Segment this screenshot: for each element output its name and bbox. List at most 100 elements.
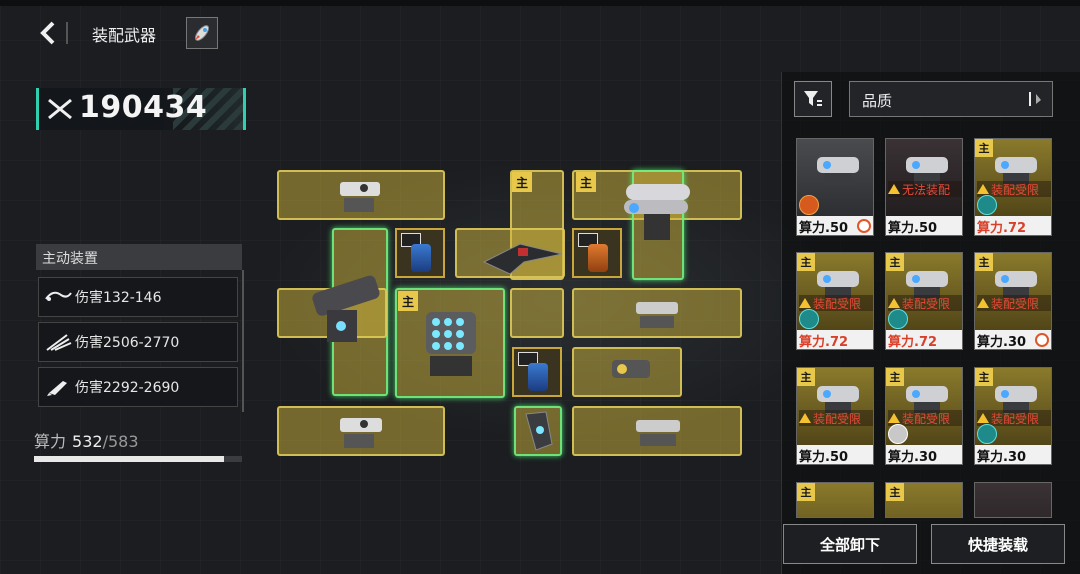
energy-chip[interactable] — [512, 347, 562, 397]
inventory-card-partial[interactable] — [974, 482, 1052, 518]
unequip-all-button[interactable]: 全部卸下 — [783, 524, 917, 564]
main-slot-badge: 主 — [886, 483, 904, 501]
chevron-left-icon — [40, 21, 55, 45]
restriction-warning: 装配受限 — [977, 295, 1051, 311]
combat-power-value: 190434 — [79, 90, 208, 125]
card-cost-bar: 算力.72 — [975, 216, 1051, 235]
twin-barrel-icon — [636, 420, 680, 446]
element-orb-icon — [977, 195, 997, 215]
element-orb-icon — [888, 309, 908, 329]
restriction-warning: 装配受限 — [799, 410, 873, 426]
inventory-card[interactable]: 主装配受限算力.30 — [974, 367, 1052, 465]
warning-icon — [977, 413, 989, 423]
element-orb-icon — [799, 309, 819, 329]
warning-icon — [888, 298, 900, 308]
sort-order-icon — [1029, 92, 1041, 106]
compute-progress-bar — [34, 456, 242, 462]
main-slot-badge: 主 — [797, 483, 815, 501]
inventory-card[interactable]: 主装配受限算力.72 — [974, 138, 1052, 236]
weapon-icon — [995, 271, 1037, 299]
missile-icon — [47, 381, 67, 396]
filter-icon — [804, 91, 822, 106]
inventory-card[interactable]: 主装配受限算力.50 — [796, 367, 874, 465]
sort-dropdown[interactable]: 品质 — [849, 81, 1053, 117]
rocket-icon — [194, 25, 210, 41]
inventory-card-partial[interactable]: 主 — [885, 482, 963, 518]
warning-icon — [799, 298, 811, 308]
weapon-icon — [906, 386, 948, 414]
main-slot-badge: 主 — [975, 253, 993, 271]
fighter-drone-icon — [482, 243, 563, 275]
inventory-card-partial[interactable]: 主 — [796, 482, 874, 518]
weapon-icon — [906, 271, 948, 299]
card-cost-bar: 算力.72 — [886, 330, 962, 349]
card-cost-bar: 算力.30 — [975, 445, 1051, 464]
card-art — [975, 483, 1051, 517]
active-devices-frame — [36, 270, 244, 412]
whip-icon — [45, 291, 72, 301]
element-orb-icon — [888, 424, 908, 444]
card-cost-bar: 算力.30 — [886, 445, 962, 464]
combat-power-panel: 190434 — [36, 88, 246, 130]
warning-icon — [977, 298, 989, 308]
board-cell[interactable] — [510, 288, 564, 338]
weapon-icon — [817, 157, 859, 185]
element-orb-icon — [799, 195, 819, 215]
main-slot-badge: 主 — [886, 368, 904, 386]
active-stat-2[interactable]: 伤害2506-2770 — [38, 322, 238, 362]
twin-cannon-icon — [340, 418, 382, 448]
warning-icon — [977, 184, 989, 194]
gear-icon — [1035, 333, 1049, 347]
blue-canister-icon — [528, 363, 548, 391]
warning-icon — [799, 413, 811, 423]
weapon-icon — [995, 386, 1037, 414]
weapon-icon — [906, 157, 948, 185]
card-cost-bar: 算力.50 — [797, 216, 873, 235]
warning-icon — [888, 184, 900, 194]
claw-icon — [46, 334, 72, 351]
card-cost-bar: 算力.50 — [797, 445, 873, 464]
restriction-warning: 装配受限 — [977, 181, 1051, 197]
card-cost-bar: 算力.50 — [886, 216, 962, 235]
element-orb-icon — [977, 424, 997, 444]
active-stat-1[interactable]: 伤害132-146 — [38, 277, 238, 317]
compute-progress-fill — [34, 456, 224, 462]
energy-chip[interactable] — [395, 228, 445, 278]
top-stripe — [0, 0, 1080, 6]
inventory-card[interactable]: 主装配受限算力.30 — [885, 367, 963, 465]
main-slot-badge: 主 — [975, 368, 993, 386]
crossed-swords-icon — [48, 98, 72, 120]
main-slot-badge: 主 — [797, 368, 815, 386]
weapon-icon — [995, 157, 1037, 185]
energy-chip[interactable] — [572, 228, 622, 278]
gear-icon — [857, 219, 871, 233]
filter-button[interactable] — [794, 81, 832, 117]
page-title: 装配武器 — [92, 26, 157, 45]
clamp-gun-icon — [525, 411, 553, 451]
quick-equip-button[interactable]: 快捷装载 — [931, 524, 1065, 564]
orange-canister-icon — [588, 244, 608, 272]
inventory-card[interactable]: 算力.50 — [796, 138, 874, 236]
main-slot-badge: 主 — [398, 291, 418, 311]
main-slot-badge: 主 — [886, 253, 904, 271]
inventory-card[interactable]: 主装配受限算力.30 — [974, 252, 1052, 350]
twin-cannon-icon — [340, 182, 380, 212]
blue-canister-icon — [411, 244, 431, 272]
restriction-warning: 无法装配 — [888, 181, 962, 197]
restriction-warning: 装配受限 — [799, 295, 873, 311]
inventory-card[interactable]: 主装配受限算力.72 — [796, 252, 874, 350]
restriction-warning: 装配受限 — [977, 410, 1051, 426]
back-button[interactable] — [34, 18, 62, 48]
restriction-warning: 装配受限 — [888, 410, 962, 426]
twin-tank-cannon-icon — [624, 184, 690, 240]
main-slot-badge: 主 — [512, 172, 532, 192]
active-devices-heading: 主动装置 — [36, 244, 242, 270]
weapon-icon — [817, 271, 859, 299]
rocket-button[interactable] — [186, 17, 218, 49]
inventory-card[interactable]: 主装配受限算力.72 — [885, 252, 963, 350]
inventory-card[interactable]: 无法装配算力.50 — [885, 138, 963, 236]
card-cost-bar: 算力.72 — [797, 330, 873, 349]
header-divider — [66, 22, 68, 44]
active-stat-3[interactable]: 伤害2292-2690 — [38, 367, 238, 407]
